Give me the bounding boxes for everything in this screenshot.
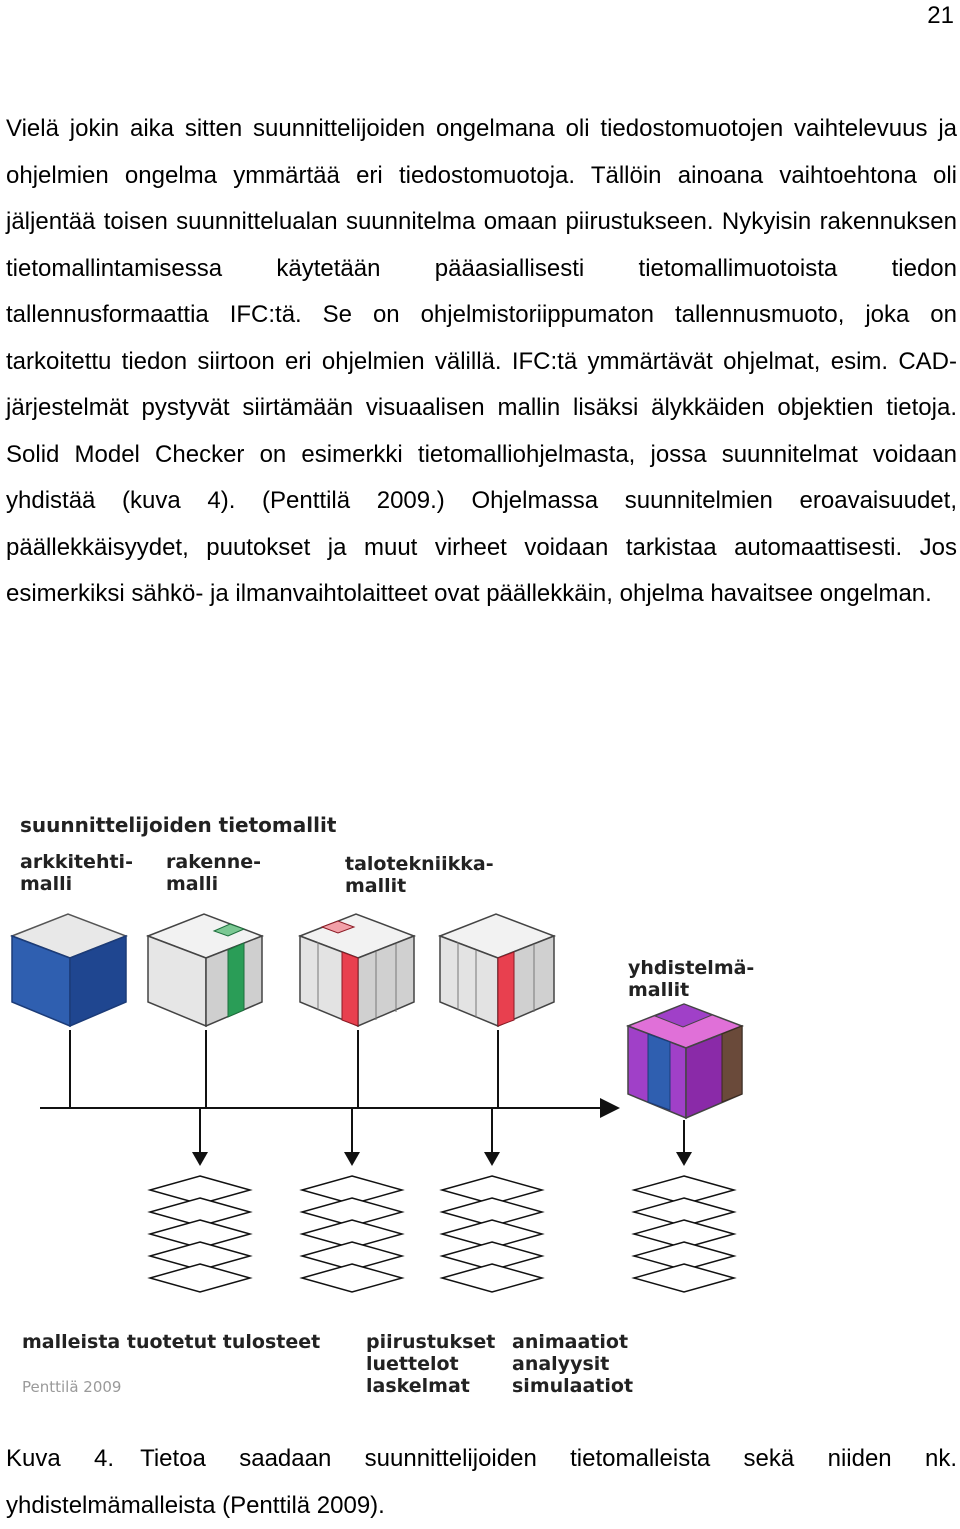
caption-label: Kuva 4. bbox=[6, 1445, 115, 1472]
figure-bim-models: suunnittelijoiden tietomallit arkkitehti… bbox=[0, 790, 960, 1410]
combined-label-1: yhdistelmä- bbox=[628, 957, 754, 979]
structure-model-cube bbox=[145, 913, 265, 1028]
output-drawings: piirustukset bbox=[366, 1331, 495, 1353]
figure-diagram: suunnittelijoiden tietomallit arkkitehti… bbox=[9, 813, 754, 1397]
output-calculations: laskelmat bbox=[366, 1375, 470, 1397]
model-label-architect-1: arkkitehti- bbox=[20, 851, 133, 873]
figure-source: Penttilä 2009 bbox=[22, 1378, 121, 1396]
timeline bbox=[40, 1030, 620, 1118]
output-simulations: simulaatiot bbox=[512, 1375, 633, 1397]
caption-text: Tietoa saadaan suunnittelijoiden tietoma… bbox=[6, 1445, 958, 1519]
figure-heading: suunnittelijoiden tietomallit bbox=[20, 813, 337, 837]
combined-label-2: mallit bbox=[628, 979, 689, 1001]
output-sheets bbox=[147, 1175, 737, 1293]
model-label-mep-1: talotekniikka- bbox=[345, 853, 494, 875]
model-label-structure-2: malli bbox=[166, 873, 218, 895]
architect-model-cube bbox=[9, 913, 129, 1028]
output-analyses: analyysit bbox=[512, 1353, 609, 1375]
output-animations: animaatiot bbox=[512, 1331, 628, 1353]
outputs-title: malleista tuotetut tulosteet bbox=[22, 1331, 320, 1353]
output-schedules: luettelot bbox=[366, 1353, 459, 1375]
mep-model-cube bbox=[297, 913, 557, 1028]
model-label-structure-1: rakenne- bbox=[166, 851, 261, 873]
body-paragraph: Vielä jokin aika sitten suunnittelijoide… bbox=[6, 115, 957, 607]
page-number: 21 bbox=[927, 2, 954, 29]
model-label-mep-2: mallit bbox=[345, 875, 406, 897]
output-arrows bbox=[192, 1108, 692, 1166]
combined-model-cube bbox=[625, 1003, 745, 1120]
figure-caption: Kuva 4.Tietoa saadaan suunnittelijoiden … bbox=[6, 1436, 957, 1529]
model-label-architect-2: malli bbox=[20, 873, 72, 895]
